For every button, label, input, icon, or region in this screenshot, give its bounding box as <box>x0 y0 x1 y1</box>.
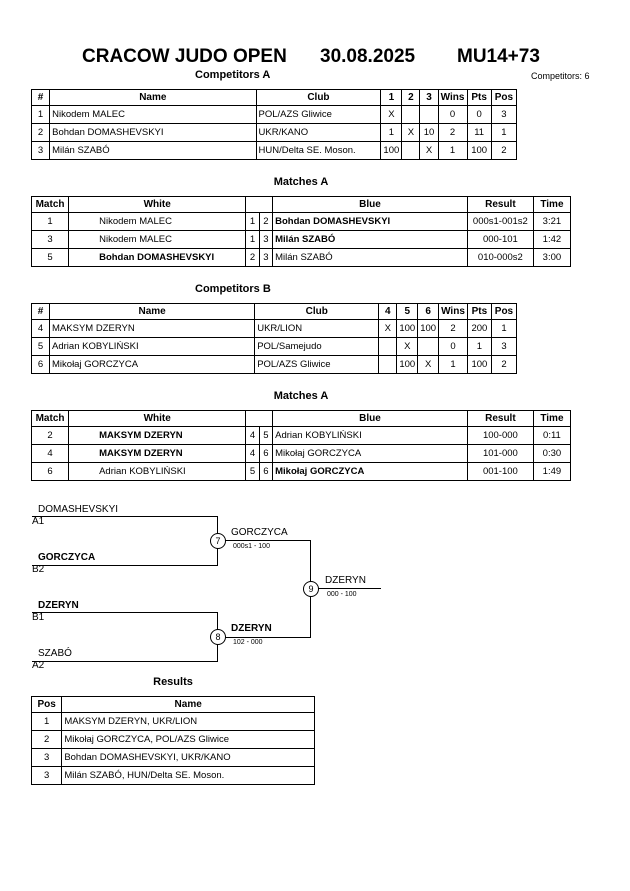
table-row: 6 Adrian KOBYLIŃSKI 5 6 Mikołaj GORCZYCA… <box>30 462 572 481</box>
event-date: 30.08.2025 <box>320 46 416 67</box>
table-row: 1 MAKSYM DZERYN, UKR/LION <box>30 712 315 731</box>
bracket-slot-4-seed: A2 <box>32 660 45 671</box>
match-8-score: 102 - 000 <box>233 639 263 646</box>
table-row: 6 Mikołaj GORCZYCA POL/AZS Gliwice 100 X… <box>30 355 518 374</box>
matches-a-title: Matches A <box>273 176 329 188</box>
competitors-count: Competitors: 6 <box>531 71 590 81</box>
match-7-winner: GORCZYCA <box>231 527 288 538</box>
bracket-connector-bottom <box>32 612 218 662</box>
match-8-winner: DZERYN <box>231 623 272 634</box>
matches-b-title: Matches A <box>273 390 329 402</box>
table-header-row: Match White Blue Result Time <box>30 410 572 427</box>
match-7-marker: 7 <box>210 533 226 549</box>
match-9-winner: DZERYN <box>325 575 366 586</box>
bracket-slot-3-seed: B1 <box>32 612 45 623</box>
match-9-score: 000 - 100 <box>327 591 357 598</box>
table-header-row: # Name Club 1 2 3 Wins Pts Pos <box>30 89 518 106</box>
matches-b-table: Match White Blue Result Time 2 MAKSYM DZ… <box>30 410 572 481</box>
table-row: 3 Bohdan DOMASHEVSKYI, UKR/KANO <box>30 748 315 767</box>
weight-category: MU14+73 <box>457 46 540 67</box>
bracket-slot-2-seed: B2 <box>32 564 45 575</box>
bracket-slot-4-name: SZABÓ <box>38 648 72 659</box>
table-row: 1 Nikodem MALEC 1 2 Bohdan DOMASHEVSKYI … <box>30 212 572 231</box>
results-title: Results <box>153 676 193 688</box>
bracket-connector-top <box>32 516 218 566</box>
competitors-a-table: # Name Club 1 2 3 Wins Pts Pos 1 Nikodem… <box>30 89 518 160</box>
table-header-row: # Name Club 4 5 6 Wins Pts Pos <box>30 303 518 320</box>
table-row: 5 Bohdan DOMASHEVSKYI 2 3 Milán SZABÓ 01… <box>30 248 572 267</box>
table-row: 3 Milán SZABÓ, HUN/Delta SE. Moson. <box>30 766 315 785</box>
matches-a-table: Match White Blue Result Time 1 Nikodem M… <box>30 196 572 267</box>
bracket-slot-2-name: GORCZYCA <box>38 552 96 563</box>
table-header-row: Match White Blue Result Time <box>30 196 572 213</box>
competitors-b-table: # Name Club 4 5 6 Wins Pts Pos 4 MAKSYM … <box>30 303 518 374</box>
table-row: 4 MAKSYM DZERYN UKR/LION X 100 100 2 200… <box>30 319 518 338</box>
match-7-score: 000s1 - 100 <box>233 543 270 550</box>
match-9-marker: 9 <box>303 581 319 597</box>
bracket-slot-1-name: DOMASHEVSKYI <box>38 504 119 515</box>
table-row: 4 MAKSYM DZERYN 4 6 Mikołaj GORCZYCA 101… <box>30 444 572 463</box>
table-row: 2 Bohdan DOMASHEVSKYI UKR/KANO 1 X 10 2 … <box>30 123 518 142</box>
event-name: CRACOW JUDO OPEN <box>82 46 287 67</box>
bracket-slot-3-name: DZERYN <box>38 600 79 611</box>
results-table: Pos Name 1 MAKSYM DZERYN, UKR/LION 2 Mik… <box>30 696 315 785</box>
table-header-row: Pos Name <box>30 696 315 713</box>
table-row: 2 Mikołaj GORCZYCA, POL/AZS Gliwice <box>30 730 315 749</box>
competitors-a-title: Competitors A <box>195 69 271 81</box>
table-row: 1 Nikodem MALEC POL/AZS Gliwice X 0 0 3 <box>30 105 518 124</box>
competitors-b-title: Competitors B <box>195 283 271 295</box>
table-row: 3 Milán SZABÓ HUN/Delta SE. Moson. 100 X… <box>30 141 518 160</box>
table-row: 5 Adrian KOBYLIŃSKI POL/Samejudo X 0 1 3 <box>30 337 518 356</box>
table-row: 2 MAKSYM DZERYN 4 5 Adrian KOBYLIŃSKI 10… <box>30 426 572 445</box>
bracket-final-line <box>311 588 381 589</box>
match-8-marker: 8 <box>210 629 226 645</box>
page-title: CRACOW JUDO OPEN 30.08.2025 MU14+73 <box>0 46 630 70</box>
table-row: 3 Nikodem MALEC 1 3 Milán SZABÓ 000-101 … <box>30 230 572 249</box>
bracket-slot-1-seed: A1 <box>32 516 45 527</box>
